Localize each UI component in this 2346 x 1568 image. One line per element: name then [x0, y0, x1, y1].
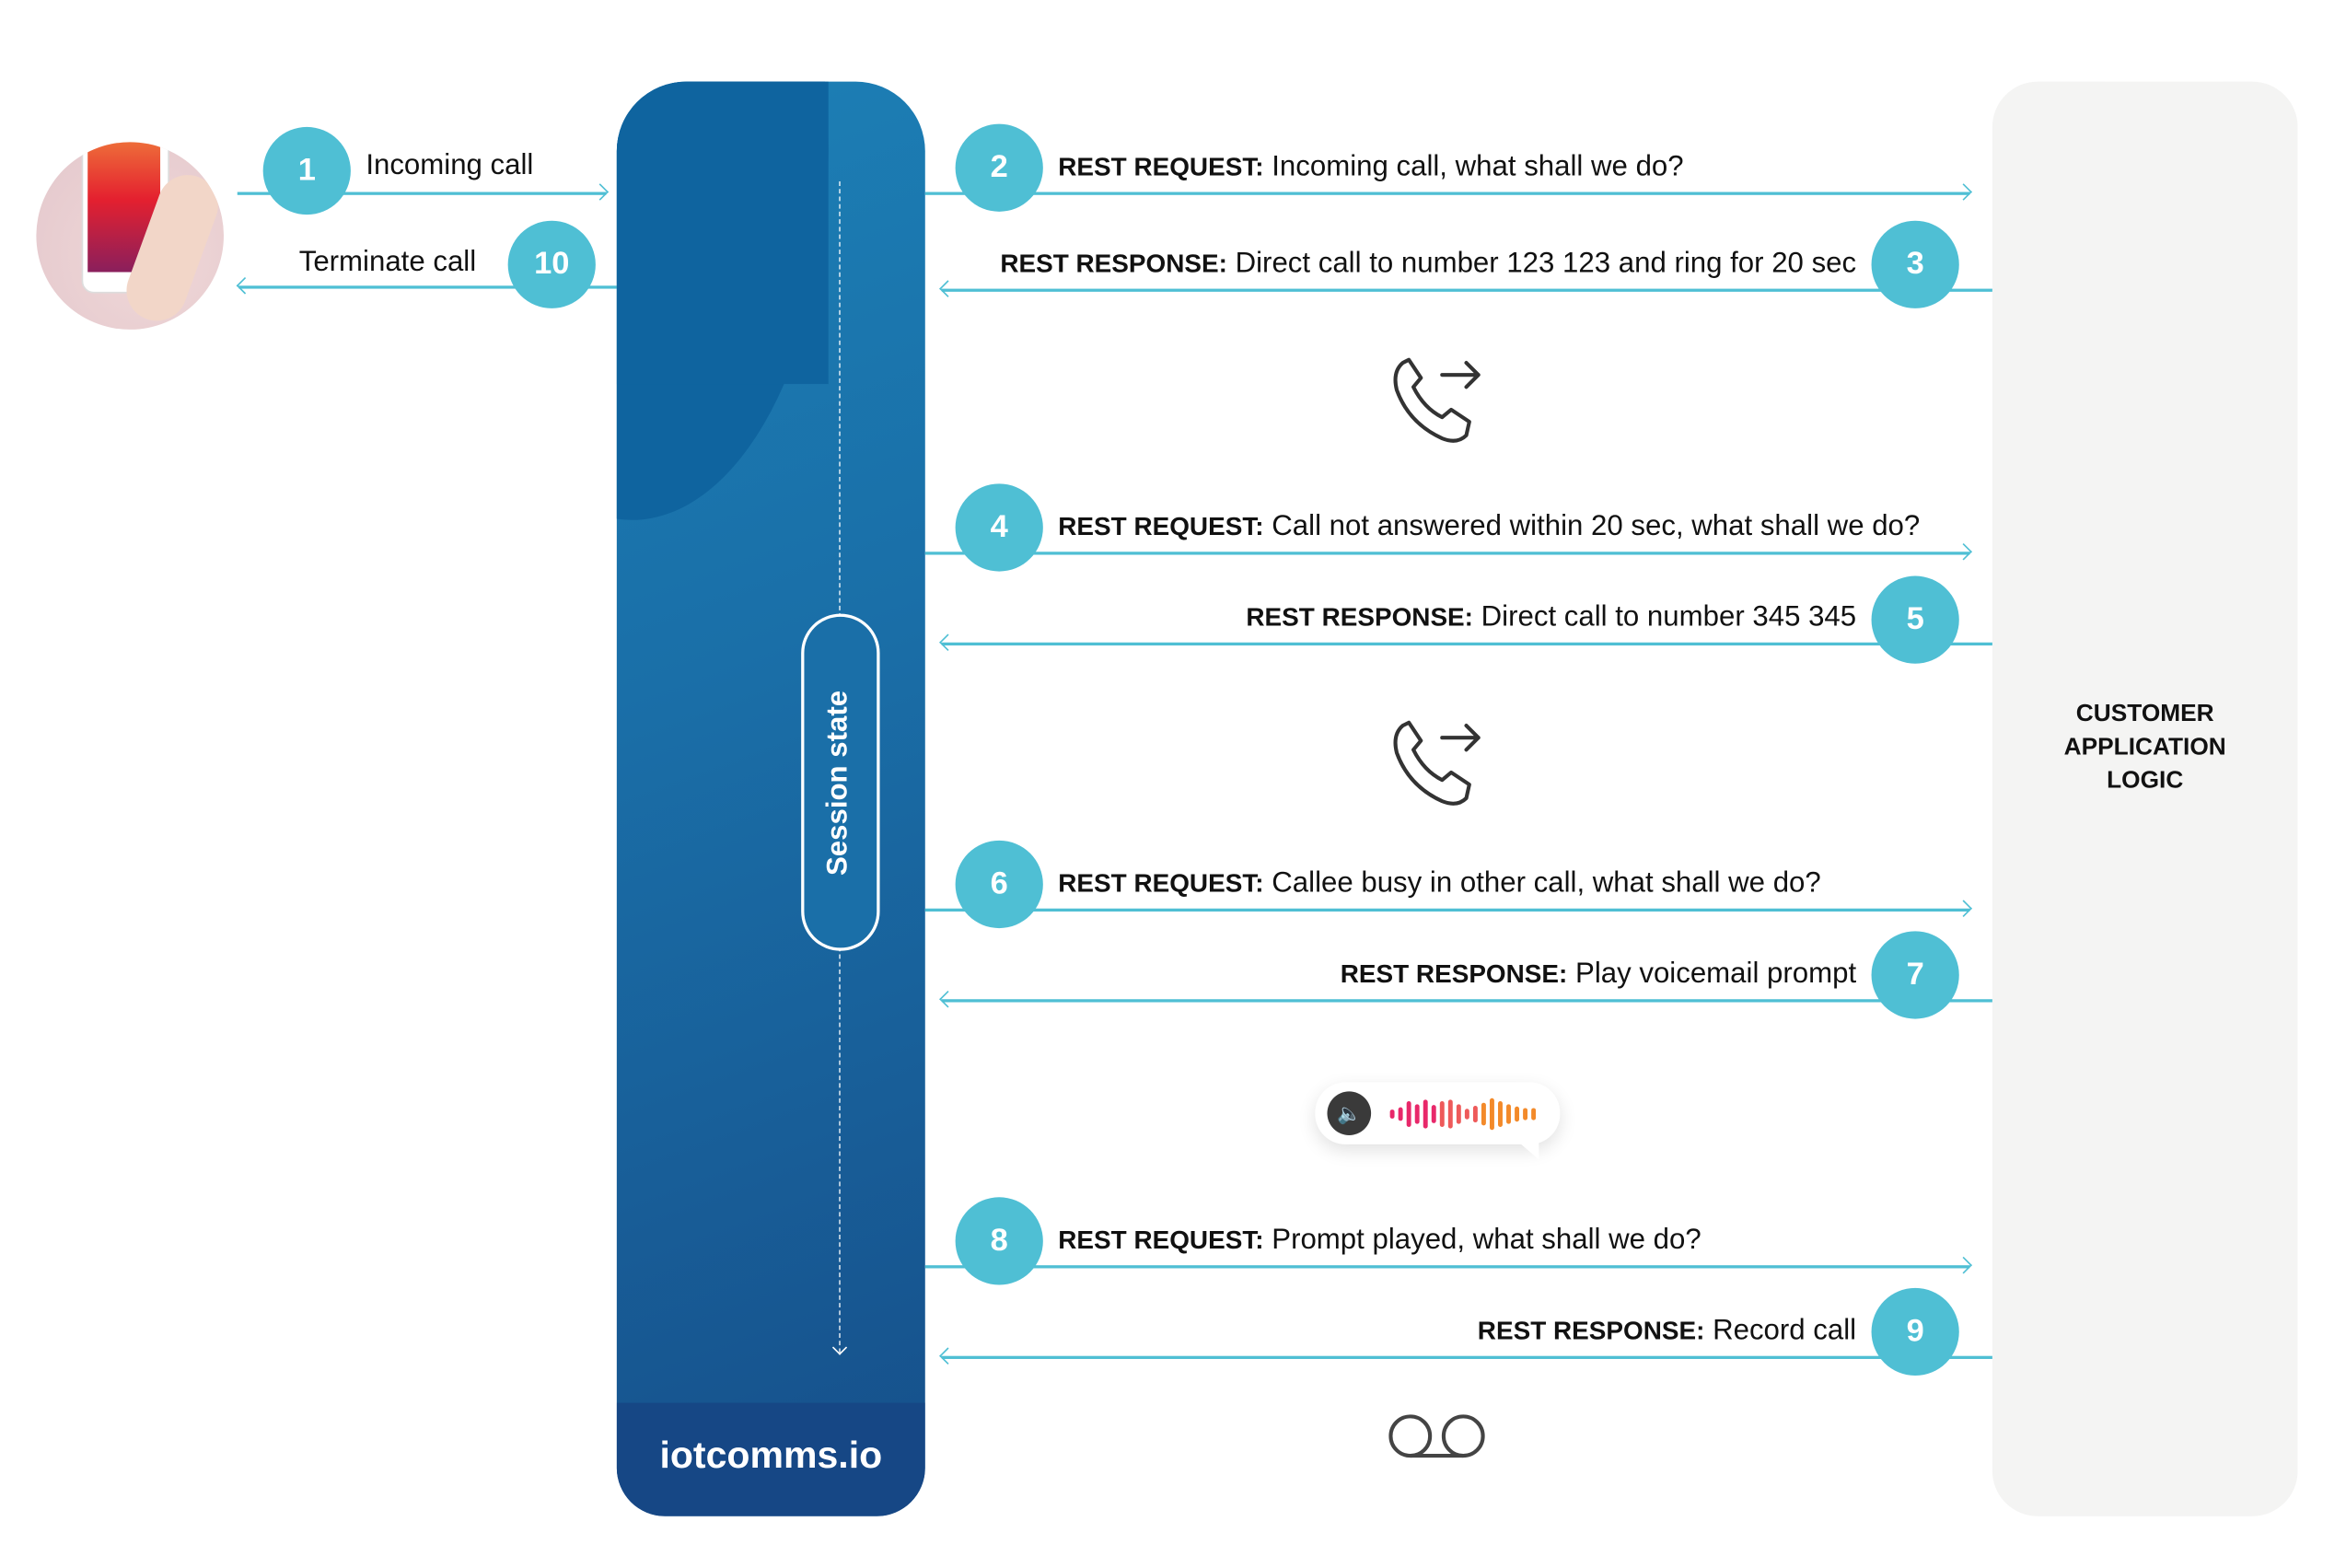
iotcomms-logo: iotcomms.io: [659, 1434, 883, 1478]
customer-title-line: LOGIC: [2107, 768, 2184, 794]
session-state-pill: [801, 613, 880, 951]
step-badge: 4: [955, 483, 1043, 572]
call-forward-icon: [1393, 357, 1481, 443]
step-badge: 7: [1871, 931, 1959, 1019]
step-badge: 6: [955, 840, 1043, 929]
request-arrow: [924, 552, 1970, 554]
step-badge: 3: [1871, 220, 1959, 308]
request-arrow: [924, 192, 1970, 194]
step-badge: 10: [507, 220, 596, 308]
session-state-label: Session state: [822, 690, 854, 877]
request-text: REST REQUEST: Prompt played, what shall …: [1058, 1224, 1701, 1257]
request-arrow: [924, 908, 1970, 912]
chevron-down-icon: [831, 1340, 848, 1355]
response-arrow: [941, 288, 1992, 292]
terminate-call-arrow: [238, 285, 617, 288]
step-badge: 5: [1871, 575, 1959, 664]
step-badge: 1: [262, 126, 351, 215]
response-text: REST RESPONSE: Direct call to number 123…: [1000, 248, 1857, 280]
terminate-call-label: Terminate call: [298, 246, 477, 279]
step-badge: 2: [955, 123, 1043, 212]
response-arrow: [941, 1355, 1992, 1359]
speaker-icon: 🔈: [1327, 1091, 1372, 1135]
response-arrow: [941, 999, 1992, 1002]
voice-prompt-bubble: 🔈: [1315, 1082, 1561, 1160]
customer-title-line: CUSTOMER: [2075, 701, 2214, 727]
customer-title-line: APPLICATION: [2063, 734, 2226, 761]
request-text: REST REQUEST: Callee busy in other call,…: [1058, 867, 1821, 900]
customer-application-column: CUSTOMER APPLICATION LOGIC: [1992, 81, 2298, 1516]
request-text: REST REQUEST: Call not answered within 2…: [1058, 510, 1921, 543]
request-text: REST REQUEST: Incoming call, what shall …: [1058, 151, 1684, 183]
voicemail-icon: [1388, 1414, 1485, 1458]
iotcomms-platform-column: Session state iotcomms.io: [616, 81, 925, 1516]
request-arrow: [924, 1265, 1970, 1268]
phone-in-hand-image: [36, 142, 224, 330]
response-text: REST RESPONSE: Record call: [1477, 1315, 1857, 1347]
incoming-call-label: Incoming call: [366, 149, 534, 182]
response-text: REST RESPONSE: Direct call to number 345…: [1246, 601, 1857, 633]
step-badge: 8: [955, 1197, 1043, 1285]
call-forward-icon: [1393, 720, 1481, 806]
audio-waveform-icon: [1389, 1098, 1537, 1131]
response-arrow: [941, 642, 1992, 645]
response-text: REST RESPONSE: Play voicemail prompt: [1340, 958, 1857, 991]
incoming-call-arrow: [237, 192, 607, 194]
step-badge: 9: [1871, 1287, 1959, 1376]
